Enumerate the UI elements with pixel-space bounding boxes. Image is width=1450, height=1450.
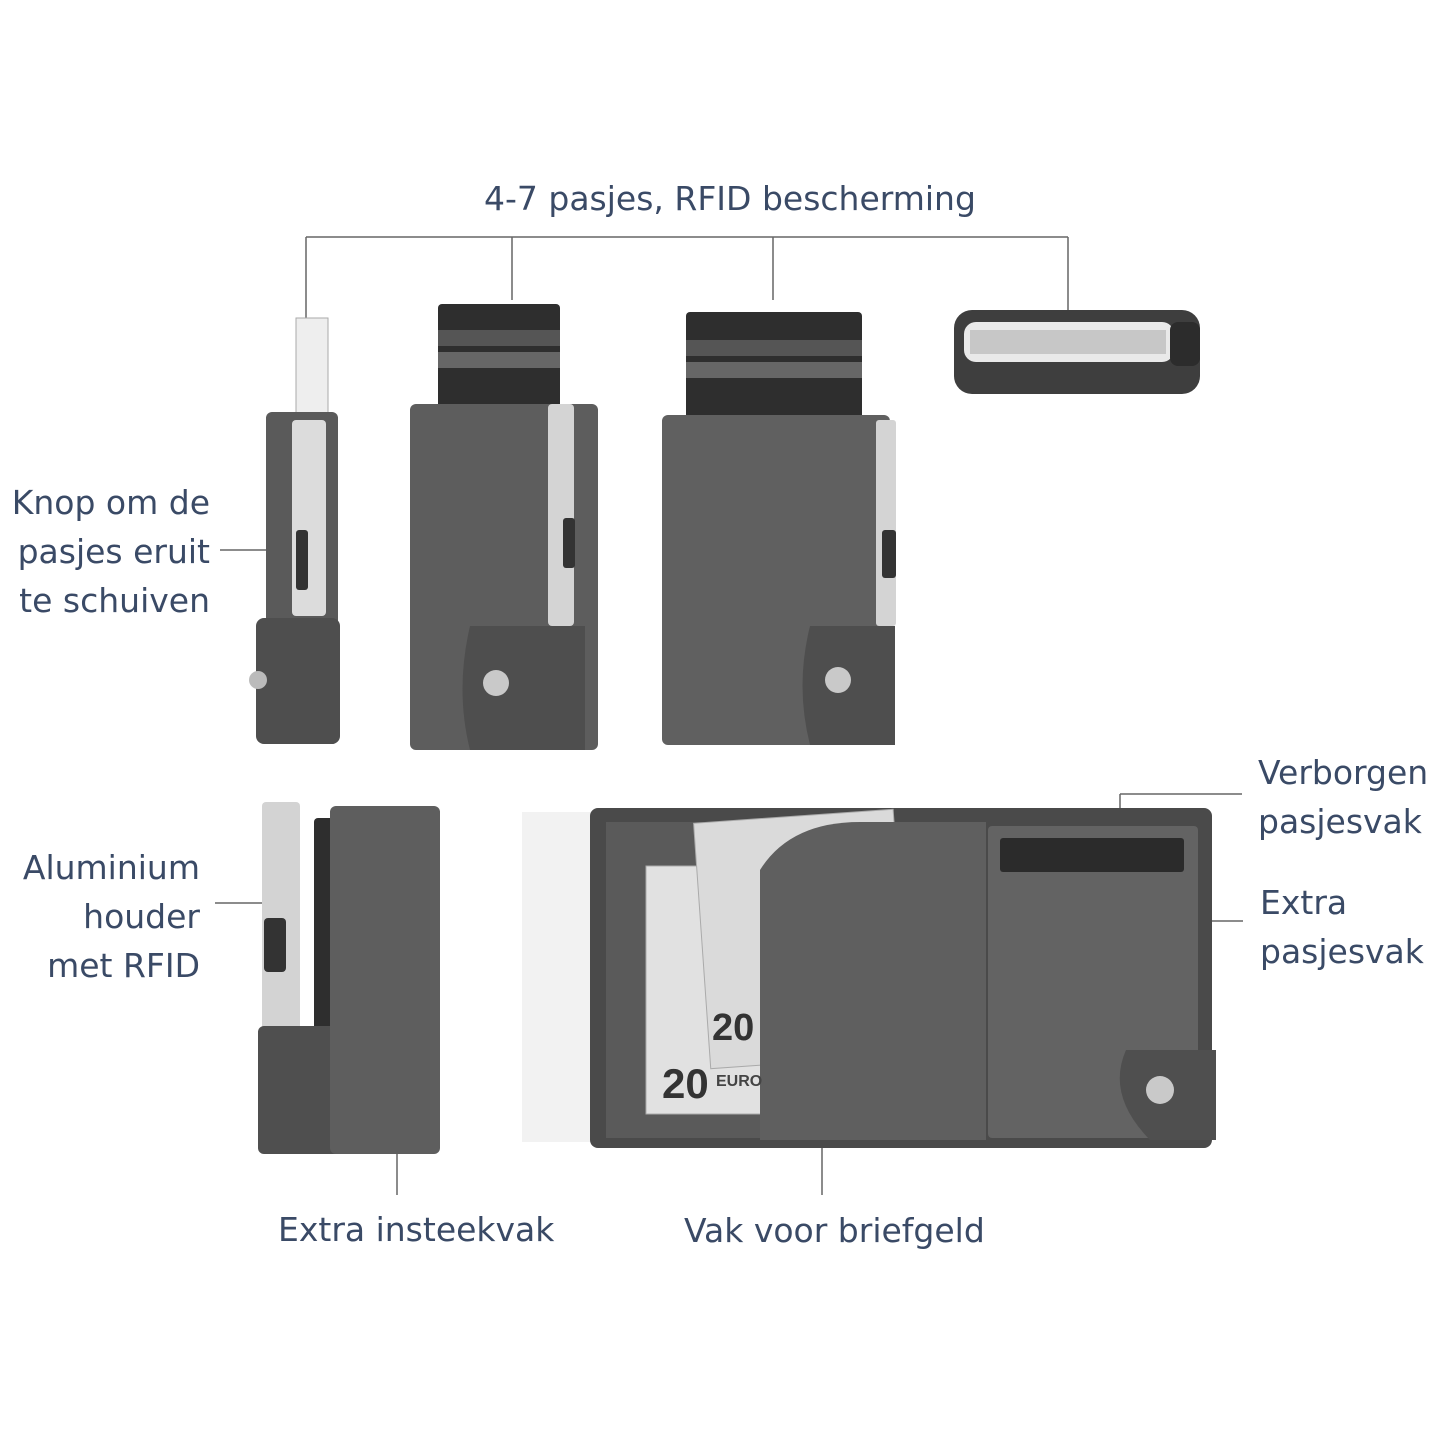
button-label-line-2: pasjes eruit: [17, 532, 210, 571]
bills-label: Vak voor briefgeld: [684, 1211, 985, 1250]
wallet-side-view: [249, 317, 340, 744]
hidden-slot-label-line-2: pasjesvak: [1258, 802, 1422, 841]
wallet-open-banknotes: [522, 808, 1216, 1148]
aluminium-label-line-3: met RFID: [47, 946, 200, 985]
aluminium-label-line-2: houder: [83, 897, 200, 936]
button-label-line-1: Knop om de: [11, 483, 210, 522]
wallet-side-insert: [258, 802, 440, 1154]
wallet-top-view: [954, 310, 1200, 394]
aluminium-label: Aluminium houder met RFID: [0, 843, 200, 990]
aluminium-label-line-1: Aluminium: [22, 848, 200, 887]
extra-slot-label: Extra pasjesvak: [1260, 878, 1424, 976]
banknote-value-back: 20: [712, 1007, 754, 1049]
wallet-front-wide: [662, 312, 896, 745]
banknote-currency-front: EURO: [716, 1073, 762, 1090]
wallet-front-cards: [410, 304, 598, 750]
insert-label: Extra insteekvak: [278, 1210, 555, 1249]
banknote-value-front: 20: [662, 1060, 709, 1107]
extra-slot-label-line-2: pasjesvak: [1260, 932, 1424, 971]
extra-slot-label-line-1: Extra: [1260, 883, 1348, 922]
button-label: Knop om de pasjes eruit te schuiven: [0, 478, 210, 625]
top-label: 4-7 pasjes, RFID bescherming: [484, 179, 976, 218]
hidden-slot-label-line-1: Verborgen: [1258, 753, 1429, 792]
button-label-line-3: te schuiven: [19, 581, 210, 620]
hidden-slot-label: Verborgen pasjesvak: [1258, 748, 1428, 846]
